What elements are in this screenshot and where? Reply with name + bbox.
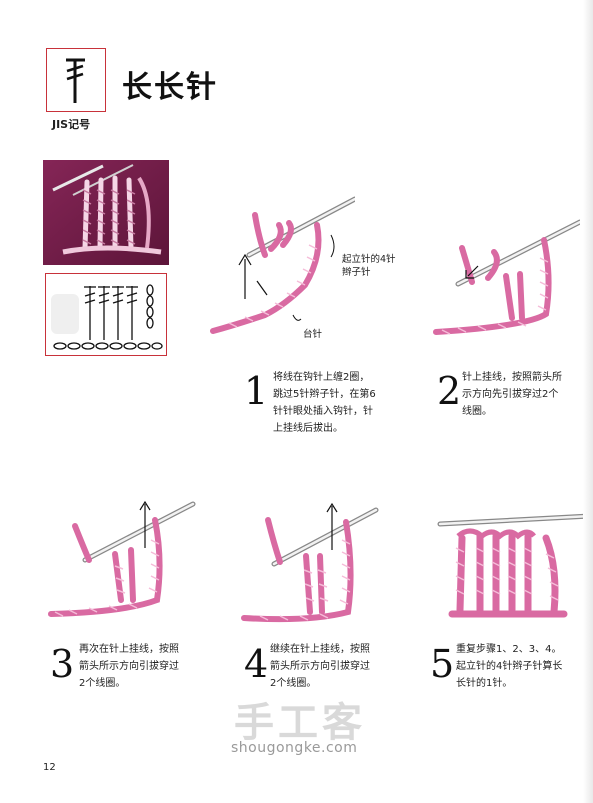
step-3-text: 再次在针上挂线，按照 箭头所示方向引拔穿过 2个线圈。 (79, 644, 179, 689)
jis-label: JIS记号 (52, 118, 91, 131)
step-4-illustration (241, 502, 379, 623)
step-2-number: 2 (437, 369, 462, 413)
chain-note: 起立针的4针 辫子针 (342, 254, 396, 278)
step-2-text: 针上挂线，按照箭头所 示方向先引拔穿过2个 线圈。 (462, 372, 562, 417)
stitch-photo (43, 160, 169, 265)
page-title: 长长针 (122, 70, 218, 105)
jis-symbol-box (46, 48, 106, 112)
stitch-symbol-chart (45, 273, 167, 356)
watermark-text: 手工客 (234, 700, 366, 746)
watermark-url: shougongke.com (231, 740, 358, 756)
step-5-number: 5 (430, 642, 455, 686)
page-edge-shadow (583, 0, 593, 803)
step-3-illustration (48, 500, 196, 617)
treble-crochet-symbol-icon (66, 58, 85, 103)
step-1-illustration (210, 196, 355, 334)
step-1-text: 将线在钩针上缠2圈， 跳过5针辫子针，在第6 针针眼处插入钩针，针 上挂线后拔出… (273, 372, 376, 434)
step-1-number: 1 (244, 369, 269, 413)
step-5-text: 重复步骤1、2、3、4。 起立针的4针辫子针算长 长针的1针。 (456, 644, 563, 689)
step-2-illustration (433, 219, 580, 335)
base-note: 台针 (303, 329, 323, 340)
step-4-number: 4 (244, 642, 269, 686)
step-4-text: 继续在针上挂线，按照 箭头所示方向引拔穿过 2个线圈。 (270, 644, 370, 689)
page-number: 12 (43, 762, 56, 773)
step-3-number: 3 (50, 642, 75, 686)
step-5-illustration (437, 513, 590, 618)
